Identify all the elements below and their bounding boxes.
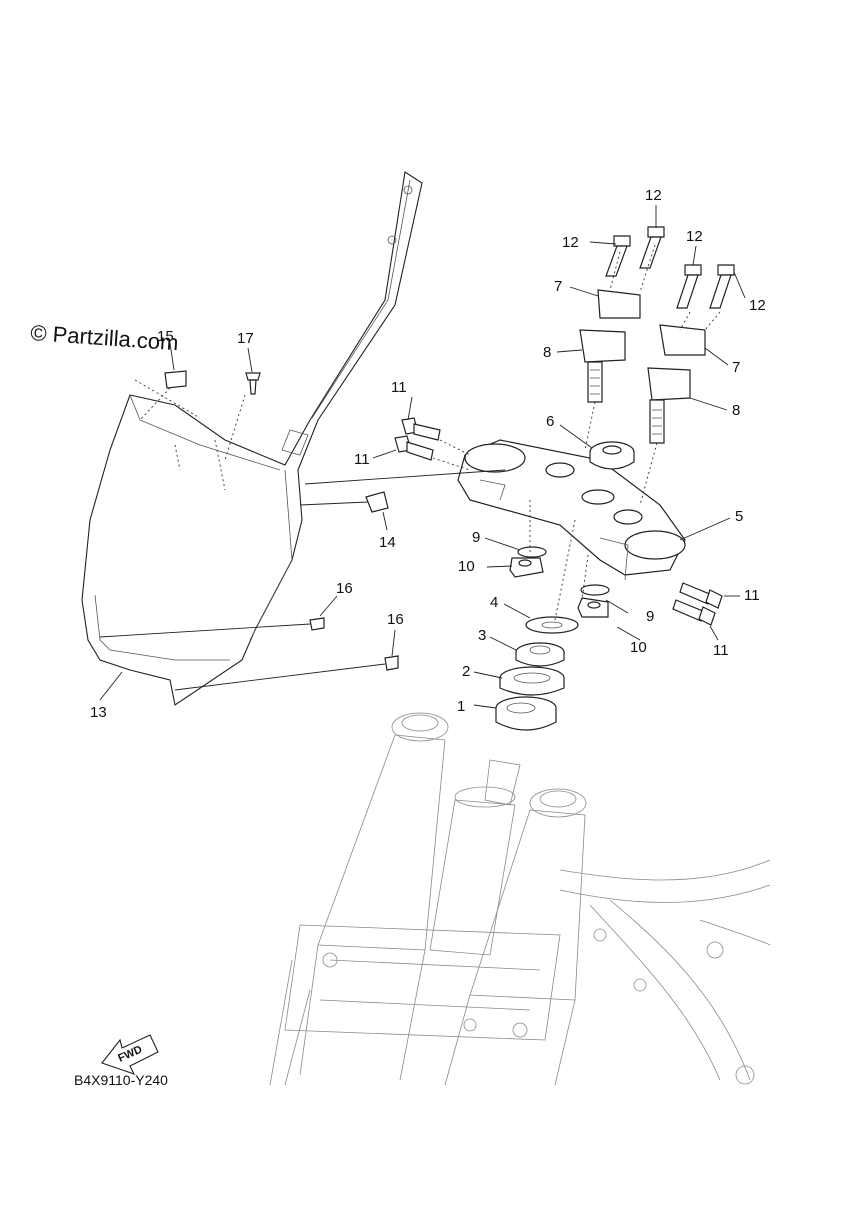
fork-and-frame-background xyxy=(269,712,771,1086)
ring-nut-3 xyxy=(515,642,565,667)
bearing-1 xyxy=(495,696,557,731)
callout-15: 15 xyxy=(157,328,174,345)
seal-2 xyxy=(499,666,565,696)
handlebar-holder-right xyxy=(647,324,706,444)
callout-8a: 8 xyxy=(543,344,551,361)
callout-14: 14 xyxy=(379,534,396,551)
fwd-arrow-icon: FWD xyxy=(101,1034,159,1075)
callout-3: 3 xyxy=(478,627,486,644)
number-plate-13 xyxy=(81,171,423,706)
callout-10a: 10 xyxy=(458,558,475,575)
callout-1: 1 xyxy=(457,698,465,715)
washer-4 xyxy=(525,616,579,634)
callout-16a: 16 xyxy=(336,580,353,597)
callout-12d: 12 xyxy=(749,297,766,314)
assembly-lines xyxy=(99,244,721,691)
callout-9b: 9 xyxy=(646,608,654,625)
callout-2: 2 xyxy=(462,663,470,680)
washers-9 xyxy=(517,546,610,596)
callout-labels: 1 2 3 4 5 6 7 7 8 8 9 9 10 10 11 11 11 1… xyxy=(90,187,766,721)
bolts-12 xyxy=(605,226,735,309)
nuts-10 xyxy=(509,557,609,618)
callout-7a: 7 xyxy=(554,278,562,295)
upper-triple-clamp-5 xyxy=(457,439,686,581)
callout-11c: 11 xyxy=(744,587,760,604)
callout-10b: 10 xyxy=(630,639,647,656)
callout-12a: 12 xyxy=(562,234,579,251)
callout-8b: 8 xyxy=(732,402,740,419)
diagram-code: B4X9110-Y240 xyxy=(74,1072,168,1088)
callout-12b: 12 xyxy=(645,187,662,204)
callout-5: 5 xyxy=(735,508,743,525)
callout-11d: 11 xyxy=(713,642,729,659)
callout-17: 17 xyxy=(237,330,254,347)
callout-11b: 11 xyxy=(354,451,370,468)
handlebar-holder-left xyxy=(579,289,641,403)
callout-13: 13 xyxy=(90,704,107,721)
callout-16b: 16 xyxy=(387,611,404,628)
clips xyxy=(164,370,399,671)
callout-9a: 9 xyxy=(472,529,480,546)
steering-nut-6 xyxy=(589,441,635,470)
bolts-11 xyxy=(394,417,723,626)
callout-6: 6 xyxy=(546,413,554,430)
callout-7b: 7 xyxy=(732,359,740,376)
leader-lines xyxy=(99,205,746,709)
callout-12c: 12 xyxy=(686,228,703,245)
callout-4: 4 xyxy=(490,594,498,611)
callout-11a: 11 xyxy=(391,379,407,396)
